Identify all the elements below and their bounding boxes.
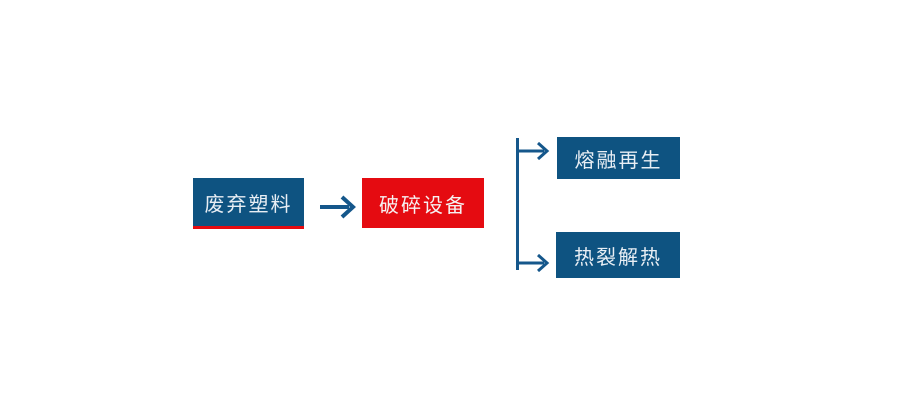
node-crushing-equipment-label: 破碎设备 — [379, 194, 467, 217]
branch-arrow-bottom-icon — [518, 254, 551, 272]
arrow-right-icon — [320, 194, 356, 220]
node-melt-regeneration-label: 熔融再生 — [574, 149, 663, 172]
branch-connector-line — [516, 138, 519, 270]
node-crushing-equipment: 破碎设备 — [362, 178, 484, 228]
branch-arrow-top-icon — [518, 142, 551, 160]
node-pyrolysis-heat: 热裂解热 — [556, 232, 680, 278]
node-waste-plastic-label: 废弃塑料 — [204, 193, 293, 216]
node-melt-regeneration: 熔融再生 — [557, 137, 680, 179]
node-waste-plastic: 废弃塑料 — [193, 178, 304, 229]
node-pyrolysis-heat-label: 热裂解热 — [574, 246, 662, 269]
